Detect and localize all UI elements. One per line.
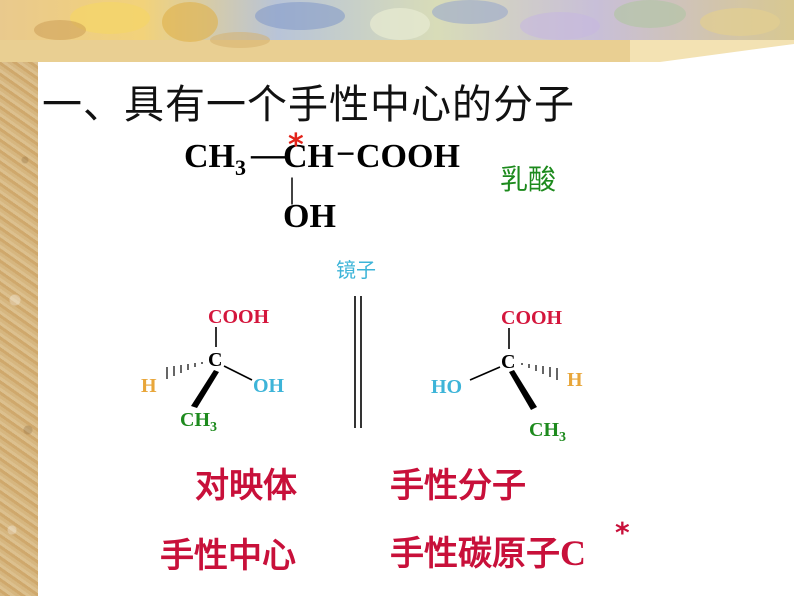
- right-hashed-bond: [521, 363, 558, 380]
- formula-ch3-group: CH3: [184, 138, 246, 181]
- floral-banner-art: [0, 0, 794, 62]
- left-cooh: COOH: [208, 306, 270, 328]
- term-chiral-carbon-text: 手性碳原子: [390, 534, 560, 574]
- left-methyl-sub: 3: [210, 420, 217, 435]
- parchment-strip: [0, 0, 38, 596]
- right-hydrogen: H: [567, 369, 583, 391]
- right-bond-ho: [469, 366, 501, 381]
- term-chiral-carbon-symbol: C: [560, 533, 586, 573]
- left-hashed-bond: [166, 362, 203, 379]
- left-bond-oh: [223, 365, 253, 381]
- left-hydroxyl: OH: [253, 375, 285, 397]
- formula-ch: CH: [283, 138, 334, 175]
- chiral-star-marker: *: [288, 128, 304, 163]
- right-methyl-sub: 3: [559, 430, 566, 445]
- left-methyl: CH3: [180, 409, 217, 435]
- formula-bond-right: −: [336, 136, 356, 173]
- right-wedge-bond: [509, 370, 537, 410]
- formula-bond-left: —: [251, 136, 285, 173]
- term-chiral-carbon: 手性碳原子C: [390, 526, 586, 575]
- formula-oh: OH: [283, 198, 336, 235]
- term-chiral-carbon-star: *: [615, 516, 630, 549]
- formula-ch3: CH: [184, 138, 235, 175]
- left-hydrogen: H: [141, 375, 157, 397]
- left-center-carbon: C: [208, 349, 222, 371]
- formula-vertical-bond: |: [289, 172, 296, 205]
- slide-title: 一、具有一个手性中心的分子: [42, 82, 575, 128]
- right-methyl: CH3: [529, 419, 566, 445]
- term-enantiomer: 对映体: [195, 466, 297, 506]
- lactic-acid-label: 乳酸: [500, 163, 557, 196]
- right-methyl-ch: CH: [529, 419, 559, 441]
- floral-banner: [0, 0, 794, 62]
- term-chiral-molecule: 手性分子: [390, 466, 526, 506]
- mirror-label: 镜子: [336, 258, 376, 282]
- left-wedge-bond: [191, 370, 219, 408]
- right-hydroxyl: HO: [431, 376, 462, 398]
- right-cooh: COOH: [501, 307, 563, 329]
- formula-ch3-subscript: 3: [235, 154, 246, 180]
- term-chiral-center: 手性中心: [160, 536, 296, 576]
- formula-cooh: COOH: [356, 138, 460, 175]
- right-center-carbon: C: [501, 351, 515, 373]
- left-methyl-ch: CH: [180, 409, 210, 431]
